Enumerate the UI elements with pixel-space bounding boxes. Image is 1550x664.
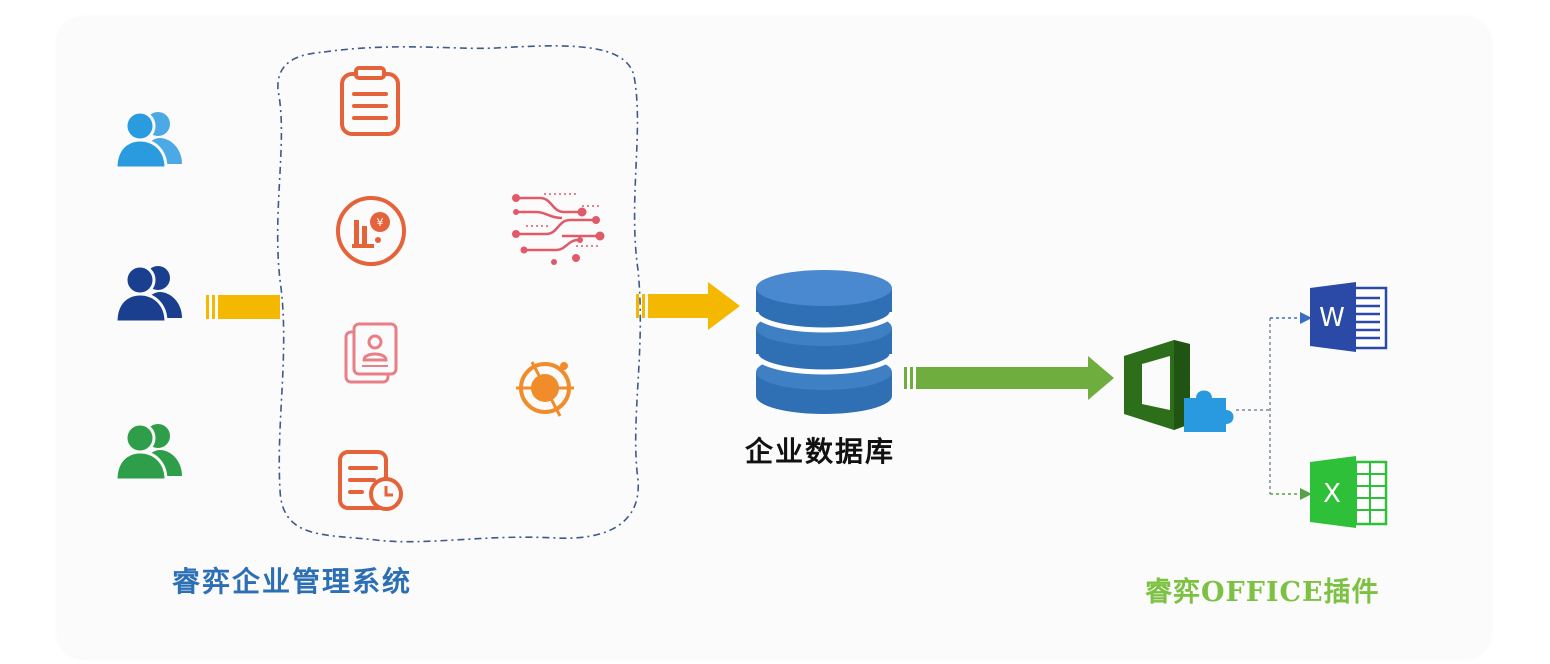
system-boundary — [276, 45, 642, 543]
export-connectors — [1236, 312, 1312, 500]
employee-profile-icon — [344, 322, 398, 384]
finance-chart-icon: ¥ — [336, 196, 406, 266]
schedule-document-icon — [338, 450, 403, 511]
system-name-label: 睿弈企业管理系统 — [172, 565, 413, 598]
word-letter: W — [1319, 303, 1345, 333]
svg-text:¥: ¥ — [377, 216, 384, 229]
clipboard-list-icon — [340, 66, 400, 136]
excel-icon: X — [1310, 456, 1388, 528]
data-flow-icon — [512, 193, 605, 265]
database-to-plugin-arrow — [904, 356, 1114, 400]
office-plugin-icon — [1124, 340, 1234, 432]
database-label: 企业数据库 — [745, 435, 896, 468]
user-group-icon — [114, 422, 182, 482]
plugin-name-label: 睿弈OFFICE插件 — [1145, 577, 1380, 608]
user-group-icon — [114, 264, 182, 324]
excel-letter: X — [1323, 479, 1341, 509]
input-arrow — [206, 295, 280, 319]
word-icon: W — [1310, 282, 1388, 352]
user-group-icon — [114, 110, 182, 170]
database-icon — [753, 270, 895, 414]
system-to-database-arrow — [636, 282, 740, 330]
target-icon — [516, 361, 574, 417]
